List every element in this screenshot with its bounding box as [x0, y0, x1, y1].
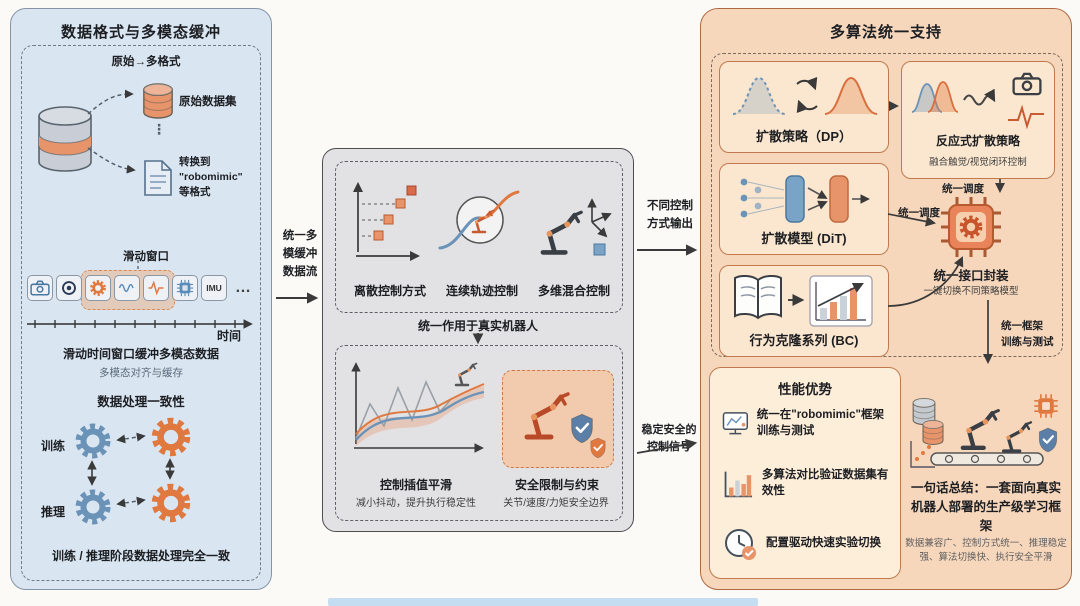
timeline-axis [27, 319, 253, 329]
infer-label: 推理 [40, 505, 65, 519]
vertical-dots: ⋮ [152, 121, 166, 137]
left-panel-title: 数据格式与多模态缓冲 [60, 24, 221, 41]
perf-row-framework: 统一在"robomimic"框架训练与测试 [722, 406, 894, 442]
reactive-icon [911, 72, 1044, 130]
algorithms-dashed-box [711, 53, 1063, 357]
smooth-title: 控制插值平滑 [379, 478, 452, 492]
chip-sensor-icon [172, 275, 198, 301]
right-panel-title: 多算法统一支持 [829, 24, 942, 41]
production-scene-icon [910, 393, 1059, 468]
middle-panel: 离散控制方式 连续轨迹控制 多维混合控制 统一作用于真实机器人 [322, 148, 634, 532]
dit-label: 扩散模型 (DiT) [761, 231, 847, 246]
interpolation-chart-icon [351, 362, 485, 453]
infer-sync-gear-icon [149, 481, 193, 525]
perf-item-3: 配置驱动快速实验切换 [766, 537, 881, 550]
perf-row-validation: 多算法对比验证数据集有效性 [722, 466, 894, 502]
discrete-control-icon [352, 181, 421, 262]
summary-title: 一句话总结：一套面向真实机器人部署的生产级学习框架 [910, 481, 1061, 533]
flow-label-buffer-stream: 统一多模缓冲数据流 [282, 230, 318, 278]
reactive-box: 反应式扩散策略 融合触觉/视觉闭环控制 [901, 61, 1055, 179]
camera-icon [27, 275, 53, 301]
clock-refresh-icon [725, 529, 756, 560]
format-header: 原始→多格式 [111, 56, 181, 68]
left-panel-body [21, 45, 261, 581]
safety-robot-icon [505, 373, 607, 459]
control-modes-box: 离散控制方式 连续轨迹控制 多维混合控制 [335, 161, 623, 313]
modality-row: IMU … [27, 275, 256, 301]
dit-icon [740, 175, 870, 223]
infer-gear-icon [73, 487, 113, 527]
train-sync-gear-icon [149, 415, 193, 459]
interface-caption: 一键切换不同策略模型 [923, 286, 1019, 297]
flow-label-control-output: 不同控制 方式输出 [647, 200, 693, 230]
imu-chip: IMU [201, 275, 227, 301]
force-wave-icon [143, 275, 169, 301]
control-caption-hybrid: 多维混合控制 [537, 284, 610, 298]
perf-item-1: 统一在"robomimic"框架训练与测试 [756, 409, 884, 437]
consistency-caption: 训练 / 推理阶段数据处理完全一致 [51, 549, 230, 563]
vision-sensor-icon [56, 275, 82, 301]
raw-database-icon [38, 106, 92, 172]
safety-caption: 关节/速度/力矩安全边界 [503, 498, 609, 509]
framework-label: 统一框架 训练与测试 [1001, 320, 1054, 348]
bc-label: 行为克隆系列 (BC) [749, 333, 859, 348]
left-panel: 数据格式与多模态缓冲 原始→多格式 原始数据集 ⋮ 转换到 "robomimic… [10, 8, 272, 590]
flow-label-safe-signal: 稳定安全的 控制信号 [641, 424, 697, 454]
hybrid-control-icon [526, 198, 612, 256]
bc-icon [734, 274, 873, 327]
more-modalities-label: … [235, 279, 251, 296]
bc-box: 行为克隆系列 (BC) [719, 265, 889, 357]
train-label: 训练 [40, 439, 65, 453]
schedule-label-2: 统一调度 [898, 207, 940, 219]
unify-robot-label: 统一作用于真实机器人 [417, 319, 538, 333]
time-axis-label: 时间 [217, 329, 242, 343]
safety-title: 安全限制与约束 [514, 478, 599, 492]
perf-row-config: 配置驱动快速实验切换 [722, 526, 894, 562]
perf-item-2: 多算法对比验证数据集有效性 [761, 469, 889, 497]
performance-title: 性能优势 [778, 382, 832, 397]
interface-title: 统一接口封装 [933, 269, 1009, 283]
summary-caption: 数据兼容广、控制方式统一、推理稳定强、算法切换快、执行安全平滑 [905, 538, 1067, 564]
right-panel: 多算法统一支持 扩散策略（DP） 反应式扩散策略 [700, 8, 1072, 590]
dp-icon [732, 76, 878, 115]
performance-box: 性能优势 统一在"robomimic"框架训练与测试 多 [709, 367, 901, 579]
schedule-label-1: 统一调度 [942, 183, 984, 195]
watermark-strip [328, 598, 758, 606]
unified-chip-icon [941, 197, 1001, 257]
smoothing-safety-box: 控制插值平滑 减小抖动，提升执行稳定性 安全限制与约束 关节/速度/力矩安全边界 [335, 345, 623, 521]
reactive-label: 反应式扩散策略 [935, 134, 1020, 148]
converted-dataset-icon [143, 83, 173, 119]
window-subcaption: 多模态对齐与缓存 [99, 367, 183, 379]
bar-chart-icon [724, 471, 753, 498]
signal-wave-icon [114, 275, 140, 301]
dataset-label: 原始数据集 [179, 96, 237, 108]
safety-zone-box [502, 370, 614, 468]
continuous-control-icon [438, 190, 520, 250]
train-gear-icon [73, 421, 113, 461]
dp-label: 扩散策略（DP） [755, 129, 853, 144]
smooth-caption: 减小抖动，提升执行稳定性 [356, 498, 476, 509]
control-caption-continuous: 连续轨迹控制 [445, 284, 518, 298]
dp-box: 扩散策略（DP） [719, 61, 889, 153]
window-header: 滑动窗口 [123, 251, 169, 263]
window-caption: 滑动时间窗口缓冲多模态数据 [62, 347, 219, 361]
consistency-title: 数据处理一致性 [97, 395, 185, 409]
convert-format-label: 转换到 "robomimic" 等格式 [179, 156, 243, 199]
reactive-caption: 融合触觉/视觉闭环控制 [929, 157, 1027, 168]
document-icon [144, 160, 172, 196]
monitor-icon [722, 412, 749, 435]
gear-modality-icon [85, 275, 111, 301]
control-caption-discrete: 离散控制方式 [353, 284, 426, 298]
dit-box: 扩散模型 (DiT) [719, 163, 889, 255]
